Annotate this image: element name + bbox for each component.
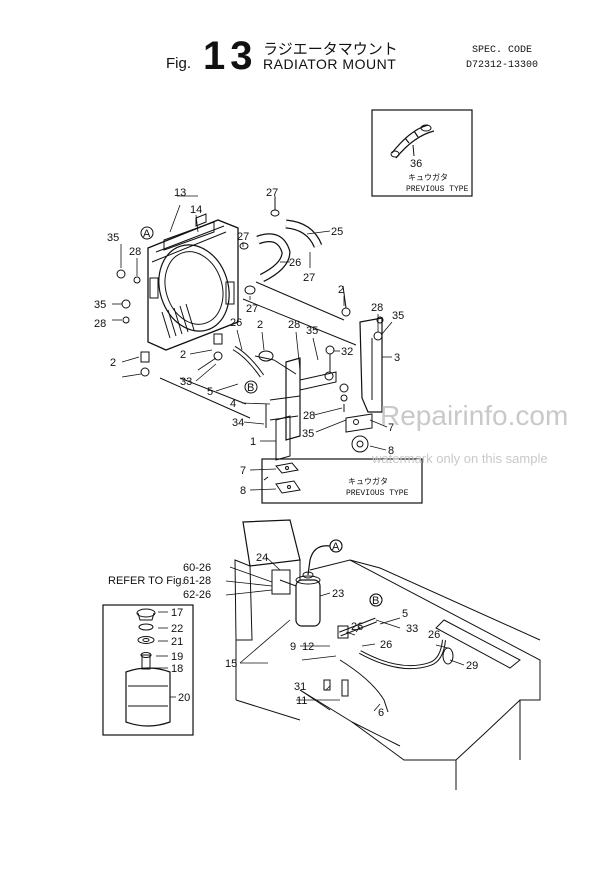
- callout-29: 29: [466, 660, 478, 672]
- callout-19: 20: [178, 692, 190, 704]
- callout-27-lower-right: 26: [380, 639, 392, 651]
- ref-circle-a-top: A: [143, 228, 151, 240]
- callout-32-lower: 33: [406, 623, 418, 635]
- callout-9: 9: [290, 641, 296, 653]
- callout-7-right: 7: [388, 422, 394, 434]
- callout-26-top: 27: [266, 187, 278, 199]
- callout-13: 13: [174, 187, 186, 199]
- figure-number: 13: [203, 34, 258, 78]
- tank-exploded-inset: [102, 604, 194, 736]
- callout-5-upper: 5: [207, 386, 213, 398]
- callout-2-upper: 2: [257, 319, 263, 331]
- vehicle-body: [234, 519, 541, 790]
- callout-34-left-lower: 35: [94, 299, 106, 311]
- inset-previous-type-middle: キュウガタ PREVIOUS TYPE: [261, 458, 423, 504]
- callout-36: 36: [410, 158, 422, 170]
- refer-61-28: 61-28: [183, 575, 211, 587]
- refer-62-26: 62-26: [183, 589, 211, 601]
- callout-22: 23: [332, 588, 344, 600]
- inset-top-jp: キュウガタ: [408, 172, 448, 183]
- title-japanese: ラジエータマウント: [263, 40, 398, 58]
- callout-28-right: 28: [371, 302, 383, 314]
- ref-circle-b-lower: B: [372, 595, 379, 607]
- callout-2-right: 2: [338, 284, 344, 296]
- assembly-lines: [159, 281, 357, 419]
- callout-28-lower: 28: [303, 410, 315, 422]
- callout-6: 6: [378, 707, 384, 719]
- callout-18: 19: [171, 651, 183, 663]
- callout-24: 25: [331, 226, 343, 238]
- callout-34-lower: 35: [302, 428, 314, 440]
- refer-label: REFER TO Fig.: [108, 575, 185, 587]
- radiator-assembly: [147, 213, 239, 351]
- callout-21: 22: [171, 623, 183, 635]
- callout-2-mid: 2: [180, 349, 186, 361]
- ref-circle-b-upper: B: [247, 382, 254, 394]
- callout-12: 12: [302, 641, 314, 653]
- callout-16: 17: [171, 607, 183, 619]
- inset-previous-type-top: 36 キュウガタ PREVIOUS TYPE: [371, 109, 473, 197]
- callout-26-mid: 27: [237, 231, 249, 243]
- title-english: RADIATOR MOUNT: [263, 56, 397, 72]
- callout-8-inset: 8: [240, 485, 246, 497]
- callout-17: 18: [171, 663, 183, 675]
- callout-28-left: 28: [129, 246, 141, 258]
- callout-5-lower: 5: [402, 608, 408, 620]
- callout-34-right: 35: [392, 310, 404, 322]
- inset-middle-en: PREVIOUS TYPE: [346, 489, 409, 498]
- callout-8-right: 8: [388, 445, 394, 457]
- callout-30: 31: [294, 681, 306, 693]
- callout-28-mid: 28: [288, 319, 300, 331]
- watermark-text: Repairinfo.com: [380, 400, 569, 431]
- mount-brackets: [265, 317, 383, 461]
- callout-14: 14: [190, 204, 202, 216]
- overflow-hose: [323, 593, 454, 713]
- refer-60-26: 60-26: [183, 562, 211, 574]
- callout-25: 26: [289, 257, 301, 269]
- leader-lines: [112, 195, 465, 712]
- callout-2-left: 2: [110, 357, 116, 369]
- spec-code-value: D72312-13300: [466, 60, 539, 71]
- callout-33: 34: [232, 417, 244, 429]
- callout-3: 3: [394, 352, 400, 364]
- inset-top-en: PREVIOUS TYPE: [406, 185, 469, 194]
- callout-26-right: 27: [303, 272, 315, 284]
- spec-code-label: SPEC. CODE: [472, 45, 533, 56]
- callout-31: 32: [341, 346, 353, 358]
- callout-27-lower: 26: [351, 621, 363, 633]
- callout-23: 24: [256, 552, 268, 564]
- figure-label: Fig.: [166, 55, 192, 72]
- ref-circle-a-lower: A: [332, 541, 340, 553]
- lower-hose: [239, 233, 291, 295]
- callout-28-left-lower: 28: [94, 318, 106, 330]
- inset-middle-jp: キュウガタ: [348, 476, 388, 487]
- callout-numbers: 13 14 35 28 35 28 2 2 33 5 27 27 25 26 2…: [94, 187, 478, 719]
- callout-15: 15: [225, 658, 237, 670]
- callout-32-upper: 33: [180, 376, 192, 388]
- callout-11: 11: [296, 695, 307, 707]
- refer-to-figure: 60-26 REFER TO Fig. 61-28 62-26: [108, 562, 211, 601]
- reference-marks: A B A B: [140, 226, 383, 607]
- callout-27-upper: 26: [230, 317, 242, 329]
- watermark-subtext: watermark only on this sample: [372, 451, 548, 466]
- callout-20: 21: [171, 636, 183, 648]
- clamp-hose-part: [391, 124, 435, 159]
- callout-26-low: 27: [246, 303, 258, 315]
- callout-34-left: 35: [107, 232, 119, 244]
- callout-1: 1: [250, 436, 256, 448]
- callout-27-far-right: 26: [428, 629, 440, 641]
- callout-34-mid: 35: [306, 325, 318, 337]
- callout-4: 4: [230, 398, 236, 410]
- callout-7-inset: 7: [240, 465, 246, 477]
